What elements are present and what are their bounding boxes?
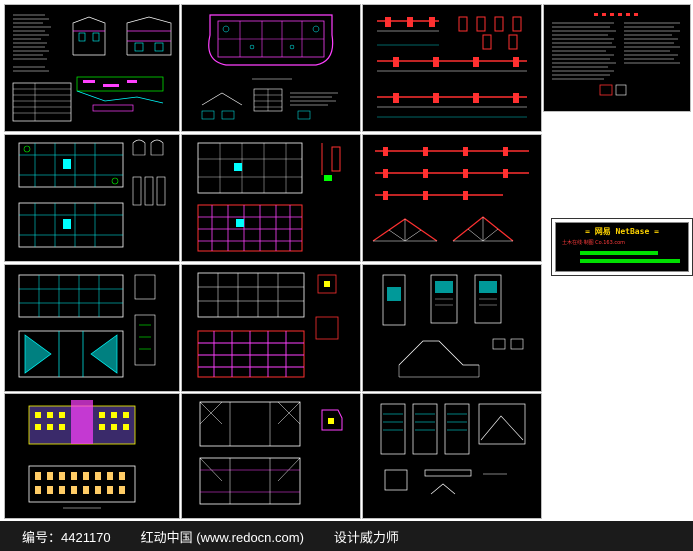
drawing-sheet-roof-plans[interactable] xyxy=(181,393,361,519)
drawing-sheet-floor-plan-1[interactable] xyxy=(4,134,180,262)
drawing-beam-sections xyxy=(377,16,527,118)
footer-watermark-bar: 编号：4421170 红动中国 (www.redocn.com) 设计威力师 xyxy=(0,521,693,551)
drawing-structure-plan xyxy=(197,142,341,252)
drawing-roof-plans xyxy=(199,401,343,505)
footer-site-link[interactable]: 红动中国 (www.redocn.com) xyxy=(140,529,304,545)
drawing-sheet-structure-plan[interactable] xyxy=(181,134,361,262)
logo-green-bar-1 xyxy=(580,251,658,255)
drawing-sheet-site-plan[interactable] xyxy=(181,4,361,132)
drawing-floor-plan-2 xyxy=(18,274,156,378)
footer-id-label: 编号：4421170 xyxy=(22,529,111,545)
netbase-logo-title: = 网易 NetBase = xyxy=(585,227,659,236)
netbase-logo-inner: = 网易 NetBase = 土木在线·制图 Co.163.com xyxy=(555,222,689,272)
drawing-sheet-foundation-plan[interactable] xyxy=(181,264,361,392)
footer-author: 设计威力师 xyxy=(333,529,399,545)
drawing-sheet-facade-elevations[interactable] xyxy=(4,393,180,519)
drawing-stair-details xyxy=(382,274,524,378)
drawing-sheet-stair-details[interactable] xyxy=(362,264,542,392)
drawing-sheet-floor-plan-2[interactable] xyxy=(4,264,180,392)
drawing-facade-elevations xyxy=(28,400,136,509)
drawing-truss-details xyxy=(372,147,529,242)
netbase-logo-box: = 网易 NetBase = 土木在线·制图 Co.163.com xyxy=(551,218,693,276)
drawing-notes-elevation xyxy=(12,14,172,122)
drawing-general-notes xyxy=(552,13,680,96)
drawing-sheet-beam-sections[interactable] xyxy=(362,4,542,132)
logo-green-bar-2 xyxy=(580,259,680,263)
drawing-floor-plan-1 xyxy=(18,139,166,248)
drawing-foundation-plan xyxy=(197,272,339,378)
drawing-stair-sections xyxy=(380,403,526,495)
drawing-sheet-notes-elevation[interactable] xyxy=(4,4,180,132)
netbase-logo-subtitle: 土木在线·制图 Co.163.com xyxy=(562,240,626,246)
drawing-site-plan xyxy=(201,14,338,120)
drawing-sheet-general-notes[interactable] xyxy=(543,4,691,112)
drawing-sheet-truss-details[interactable] xyxy=(362,134,542,262)
drawing-sheet-stair-sections[interactable] xyxy=(362,393,542,519)
